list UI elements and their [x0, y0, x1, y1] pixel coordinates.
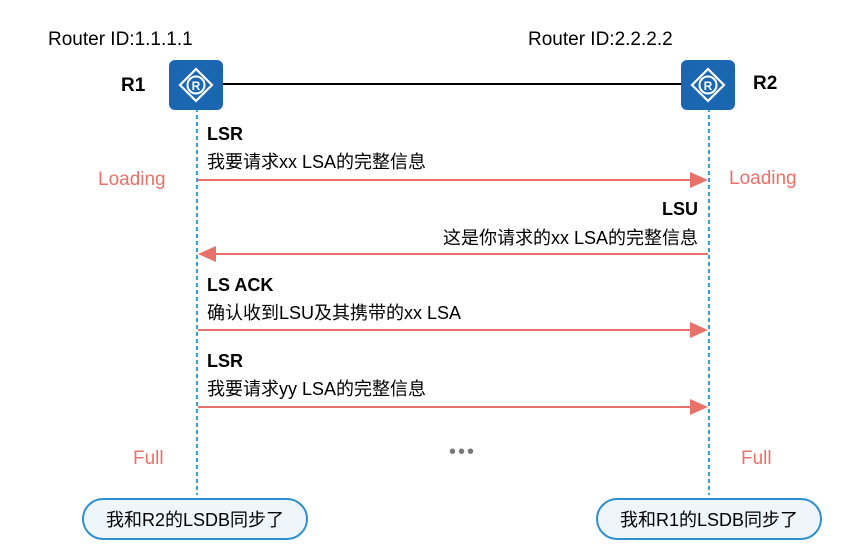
r2-state-full: Full [741, 448, 772, 469]
msg-lsr-2-desc: 我要请求yy LSA的完整信息 [207, 379, 427, 399]
r2-name: R2 [753, 73, 778, 94]
r2-sync-bubble: 我和R1的LSDB同步了 [596, 498, 822, 540]
r2-router-id: Router ID:2.2.2.2 [528, 29, 673, 50]
msg-lsr-1-desc: 我要请求xx LSA的完整信息 [207, 152, 427, 172]
msg-ls-ack-title: LS ACK [207, 275, 274, 295]
r1-sync-bubble: 我和R2的LSDB同步了 [82, 498, 308, 540]
r1-router-icon: R [169, 60, 223, 110]
ellipsis: ••• [449, 441, 477, 463]
r2-state-loading: Loading [729, 168, 797, 189]
r2-router-icon: R [681, 60, 735, 110]
msg-lsr-2-title: LSR [207, 351, 243, 371]
msg-lsu-desc: 这是你请求的xx LSA的完整信息 [442, 228, 698, 248]
msg-lsr-1-title: LSR [207, 124, 243, 144]
msg-lsu-title: LSU [662, 199, 698, 219]
r1-router-id: Router ID:1.1.1.1 [48, 29, 193, 50]
r1-name: R1 [121, 75, 146, 96]
svg-text:R: R [704, 79, 713, 93]
r1-state-full: Full [133, 448, 164, 469]
r1-state-loading: Loading [98, 169, 166, 190]
msg-ls-ack-desc: 确认收到LSU及其携带的xx LSA [207, 303, 462, 323]
svg-text:R: R [192, 79, 201, 93]
